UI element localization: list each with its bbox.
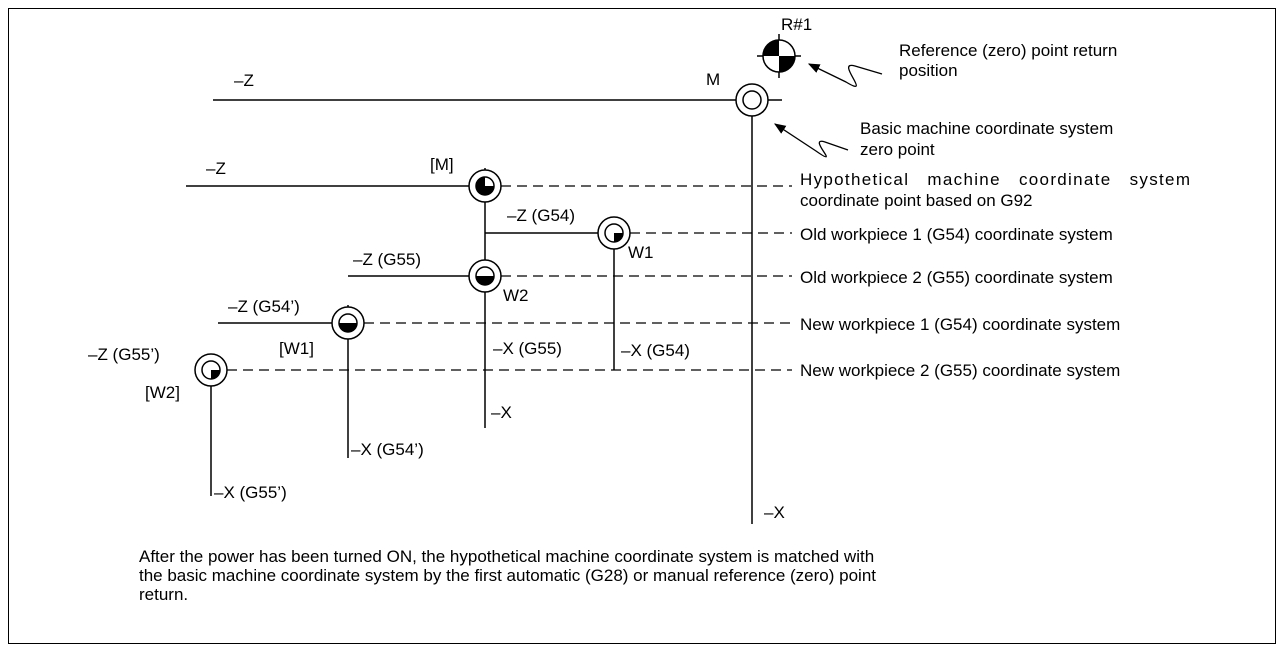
- hypothetical-z-label: –Z: [206, 159, 226, 178]
- basic-zero-annotation-line1: Basic machine coordinate system: [860, 119, 1113, 138]
- new-g55-z-label: –Z (G55’): [88, 345, 160, 364]
- w2-label: W2: [503, 286, 529, 305]
- basic-machine-zero-symbol: [735, 83, 769, 117]
- old-g55-z-label: –Z (G55): [353, 250, 421, 269]
- new-workpiece-2-annotation: New workpiece 2 (G55) coordinate system: [800, 361, 1120, 380]
- machine-z-label: –Z: [234, 71, 254, 90]
- hypothetical-annotation-line1: Hypothetical machine coordinate system: [800, 170, 1190, 189]
- new-workpiece-1-annotation: New workpiece 1 (G54) coordinate system: [800, 315, 1120, 334]
- basic-zero-leader-arrow: [774, 123, 849, 158]
- old-workpiece-1-annotation: Old workpiece 1 (G54) coordinate system: [800, 225, 1113, 244]
- new-g55-x-label: –X (G55’): [214, 483, 287, 502]
- machine-zero-label: M: [706, 70, 720, 89]
- reference-point-symbol: [757, 34, 801, 78]
- reference-annotation-line1: Reference (zero) point return: [899, 41, 1117, 60]
- new-workpiece-1-zero-symbol: [331, 306, 365, 340]
- machine-x-label: –X: [764, 503, 785, 522]
- diagram-frame: [8, 8, 1276, 644]
- new-g54-z-label: –Z (G54’): [228, 297, 300, 316]
- hypothetical-annotation-line2: coordinate point based on G92: [800, 191, 1033, 210]
- w1-label: W1: [628, 243, 654, 262]
- reference-point-label: R#1: [781, 15, 812, 34]
- old-workpiece-2-annotation: Old workpiece 2 (G55) coordinate system: [800, 268, 1113, 287]
- hypothetical-zero-label: [M]: [430, 155, 454, 174]
- new-g54-x-label: –X (G54’): [351, 440, 424, 459]
- hypothetical-x-label: –X: [491, 403, 512, 422]
- new-workpiece-2-zero-symbol: [194, 353, 228, 387]
- new-w1-label: [W1]: [279, 339, 314, 358]
- old-g54-x-label: –X (G54): [621, 341, 690, 360]
- old-g54-z-label: –Z (G54): [507, 206, 575, 225]
- reference-annotation-line2: position: [899, 61, 958, 80]
- hypothetical-zero-symbol: [468, 169, 502, 203]
- old-workpiece-1-zero-symbol: [597, 216, 631, 250]
- basic-zero-annotation-line2: zero point: [860, 140, 935, 159]
- old-g55-x-label: –X (G55): [493, 339, 562, 358]
- diagram-caption: After the power has been turned ON, the …: [139, 547, 877, 604]
- reference-leader-arrow: [807, 63, 883, 87]
- old-workpiece-2-zero-symbol: [468, 259, 502, 293]
- new-w2-label: [W2]: [145, 383, 180, 402]
